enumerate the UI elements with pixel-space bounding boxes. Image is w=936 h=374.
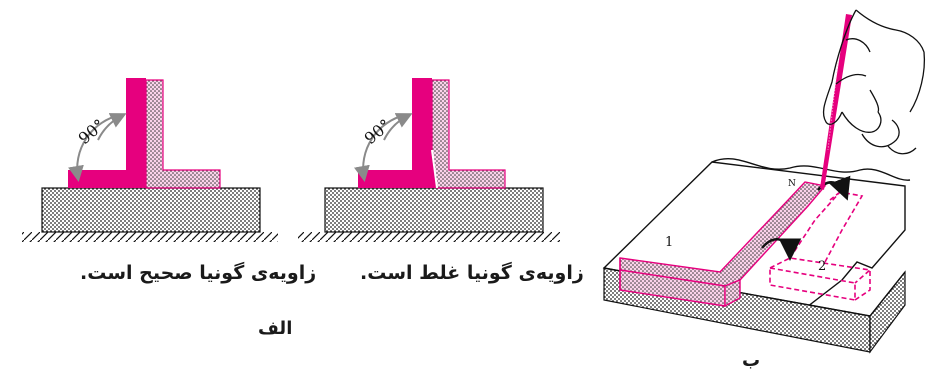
caption-correct: زاویه‌ی گونیا صحیح است. — [80, 262, 317, 284]
part-1-label: 1 — [665, 235, 673, 250]
ground-hatch — [22, 232, 278, 242]
scriber-dots — [827, 59, 839, 151]
part-1-end — [724, 278, 741, 308]
gap-line — [431, 149, 438, 189]
plate-right-side — [869, 270, 906, 354]
base-plate — [41, 187, 261, 233]
panel-label-a: الف — [258, 318, 293, 339]
square-dotted-stock — [431, 79, 506, 189]
ground-hatch — [298, 232, 560, 242]
hand-drawing — [822, 9, 926, 155]
plate-broken-edge — [711, 157, 911, 181]
angle-arc-top — [383, 113, 413, 141]
north-label: N — [788, 179, 796, 189]
part-2-label: 2 — [818, 259, 826, 274]
angle-label: 90° — [75, 115, 109, 148]
square-wrong-diagram: 90° — [298, 78, 560, 242]
square-magenta — [68, 78, 163, 188]
caption-wrong: زاویه‌ی گونیا غلط است. — [360, 262, 584, 284]
workpiece-diagram: 1 2 N — [602, 9, 926, 354]
square-correct-diagram: 90° — [22, 78, 278, 242]
angle-arc-top — [97, 113, 127, 141]
base-plate — [324, 187, 544, 233]
rotate-arrow-lower — [761, 238, 802, 261]
panel-label-b: ب — [742, 350, 761, 371]
square-magenta — [358, 78, 437, 188]
square-dotted-stock — [145, 79, 221, 189]
scriber — [820, 14, 852, 190]
